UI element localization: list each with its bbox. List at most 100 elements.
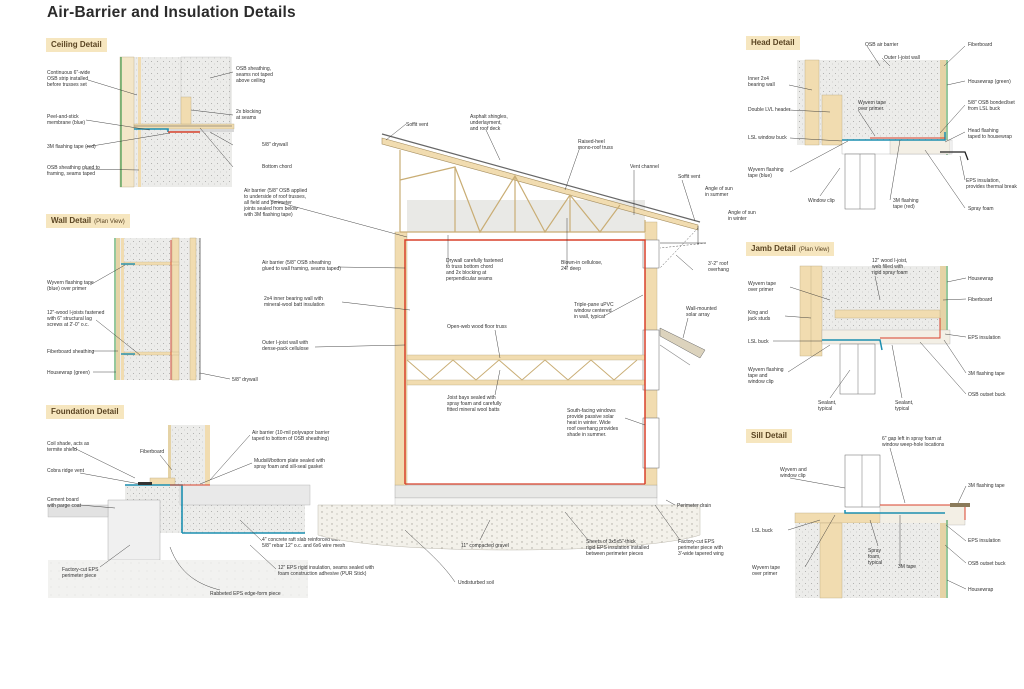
section-label-soffit-vent-left: Soffit vent <box>406 122 429 128</box>
ceiling-label-blocking-2: at seams <box>236 115 257 121</box>
jamb-label-osb-buck: OSB outset buck <box>968 392 1006 398</box>
sill-label-eps: EPS insulation <box>968 538 1001 544</box>
sill-label-gap-2: window weep-hole locations <box>882 442 945 448</box>
section-label-truss-2: mono-roof truss <box>578 145 614 151</box>
section-label-soffit-vent-right: Soffit vent <box>678 174 701 180</box>
jamb-label-wyv-2: tape and <box>748 373 768 379</box>
foundation-label-rigid-eps-1: 12" EPS rigid insulation, seams sealed w… <box>278 565 374 571</box>
section-label-overhang-1: 3'-2" roof <box>708 261 729 267</box>
section-label-sheets-2: rigid EPS insulation installed <box>586 545 649 551</box>
jamb-label-fiberboard: Fiberboard <box>968 297 992 303</box>
foundation-label-factory-eps-1: Factory-cut EPS <box>62 567 99 573</box>
section-label-floor-truss: Open-web wood floor truss <box>447 324 507 330</box>
jamb-label-flashing-tape: 3M flashing tape <box>968 371 1005 377</box>
wall-label-drywall: 5/8" drywall <box>232 377 258 383</box>
section-label-sun-summer-1: Angle of sun <box>705 186 733 192</box>
head-label-head-flash-2: taped to housewrap <box>968 134 1012 140</box>
section-label-rim-1: Joist bays sealed with <box>447 395 496 401</box>
section-label-shingles-2: underlayment, <box>470 120 502 126</box>
head-label-osb-air-barrier: OSB air barrier <box>865 42 899 48</box>
section-label-sun-winter-2: in winter <box>728 216 747 222</box>
foundation-label-mudsill-1: Mudsill/bottom plate sealed with <box>254 458 325 464</box>
jamb-label-wyv-3: window clip <box>748 379 774 385</box>
sill-label-wyv-1: Wyvern and <box>780 467 807 473</box>
head-label-window-clip: Window clip <box>808 198 835 204</box>
section-label-sheets-3: between perimeter pieces <box>586 551 644 557</box>
foundation-detail-drawing: Coil shade, acts as termite shield Cobra… <box>47 425 374 598</box>
section-label-factory-eps-2: perimeter piece with <box>678 545 723 551</box>
section-label-ceiling-ab-3: all field and perimeter <box>244 200 292 206</box>
ceiling-detail-drawing: Continuous 6"-wide OSB strip installed b… <box>47 56 292 188</box>
wall-label-wyvern-2: (blue) over primer <box>47 286 87 292</box>
ceiling-label-drywall: 5/8" drywall <box>262 142 288 148</box>
jamb-label-sealant2-2: typical <box>895 406 909 412</box>
ceiling-label-osb-sheathing-3: above ceiling <box>236 78 265 84</box>
foundation-detail-title: Foundation Detail <box>51 407 119 416</box>
foundation-label-raft-slab-1: 4" concrete raft slab reinforced with <box>262 537 340 543</box>
head-label-eps-2: provides thermal break <box>966 184 1017 190</box>
wall-detail-tag: Wall Detail(Plan View) <box>46 214 130 228</box>
sill-label-osb-buck: OSB outset buck <box>968 561 1006 567</box>
section-label-south-3: heat in winter. Wide <box>567 420 611 426</box>
section-label-triple-pane-2: window centered <box>574 308 612 314</box>
section-label-sheets-1: Sheets of 3x5x5"-thick <box>586 539 636 545</box>
jamb-label-ijoist-1: 12" wood I-joist, <box>872 258 907 264</box>
section-label-ijoist-wall-2: dense-pack cellulose <box>262 346 309 352</box>
section-label-blown-2: 24" deep <box>561 266 581 272</box>
ceiling-label-osb-strip-3: before trusses set <box>47 82 87 88</box>
jamb-label-lsl-buck: LSL buck <box>748 339 769 345</box>
section-label-solar-2: solar array <box>686 312 710 318</box>
head-label-osb-drip-1: 5/8" OSB bonded/set <box>968 100 1015 106</box>
section-label-wall-ab-1: Air barrier (5/8" OSB sheathing <box>262 260 331 266</box>
section-label-sun-summer-2: in summer <box>705 192 729 198</box>
section-label-drywall-3: and 2x blocking at <box>446 270 487 276</box>
sill-label-gap-1: 6" gap left in spray foam at <box>882 436 942 442</box>
section-label-ijoist-wall-1: Outer I-joist wall with <box>262 340 308 346</box>
section-label-shingles-1: Asphalt shingles, <box>470 114 508 120</box>
wall-detail-title: Wall Detail <box>51 216 92 225</box>
sill-label-wyv-tape-1: Wyvern tape <box>752 565 780 571</box>
head-detail-title: Head Detail <box>751 38 795 47</box>
section-label-overhang-2: overhang <box>708 267 729 273</box>
head-label-outer-wall: Outer I-joist wall <box>884 55 920 61</box>
head-label-head-flash-1: Head flashing <box>968 128 999 134</box>
wall-label-fiberboard: Fiberboard sheathing <box>47 349 94 355</box>
sill-label-wyv-2: window clip <box>780 473 806 479</box>
head-label-wyvern-1: Wyvern tape <box>858 100 886 106</box>
head-detail-tag: Head Detail <box>746 36 800 50</box>
foundation-label-mudsill-2: spray foam and sill-seal gasket <box>254 464 323 470</box>
jamb-detail-tag: Jamb Detail(Plan View) <box>746 242 835 256</box>
section-label-factory-eps-3: 3'-wide tapered wing <box>678 551 724 557</box>
section-label-rim-3: fitted mineral wool batts <box>447 407 500 413</box>
jamb-label-sealant-2: typical <box>818 406 832 412</box>
jamb-label-housewrap: Housewrap <box>968 276 994 282</box>
section-label-wall-ab-2: glued to wall framing, seams taped) <box>262 266 341 272</box>
head-label-lsl-buck: LSL window buck <box>748 135 787 141</box>
sill-label-wyv-tape-2: over primer <box>752 571 778 577</box>
head-label-fiberboard: Fiberboard <box>968 42 992 48</box>
ceiling-detail-tag: Ceiling Detail <box>46 38 107 52</box>
sill-detail-tag: Sill Detail <box>746 429 793 443</box>
section-label-south-5: shade in summer. <box>567 432 606 438</box>
section-label-ceiling-ab-5: with 3M flashing tape) <box>244 212 293 218</box>
head-label-wyvern-blue-2: tape (blue) <box>748 173 772 179</box>
head-label-eps-1: EPS insulation, <box>966 178 1000 184</box>
ceiling-label-osb-strip-2: OSB strip installed <box>47 76 88 82</box>
page-title: Air-Barrier and Insulation Details <box>47 4 296 21</box>
head-label-flash-red-1: 3M flashing <box>893 198 919 204</box>
jamb-label-wyvern-2: over primer <box>748 287 774 293</box>
jamb-label-ijoist-2: web filled with <box>872 264 903 270</box>
foundation-label-coil-1: Coil shade, acts as <box>47 441 90 447</box>
building-section-drawing: Soffit vent Asphalt shingles, underlayme… <box>243 114 756 586</box>
sill-detail-drawing: 6" gap left in spray foam at window weep… <box>752 436 1006 599</box>
head-label-housewrap: Housewrap (green) <box>968 79 1011 85</box>
section-label-blown-1: Blown-in cellulose, <box>561 260 602 266</box>
sill-label-flashing-tape: 3M flashing tape <box>968 483 1005 489</box>
sill-label-spray-2: foam, <box>868 554 881 560</box>
wall-detail-drawing: Wyvern flashing tape (blue) over primer … <box>47 237 258 383</box>
section-label-vent-channel: Vent channel <box>630 164 659 170</box>
section-label-drywall-4: perpendicular seams <box>446 276 493 282</box>
foundation-label-raft-slab-2: 5/8" rebar 12" o.c. and 6x6 wire mesh <box>262 543 346 549</box>
wall-label-ijoists-3: screws at 2'-0" o.c. <box>47 322 89 328</box>
